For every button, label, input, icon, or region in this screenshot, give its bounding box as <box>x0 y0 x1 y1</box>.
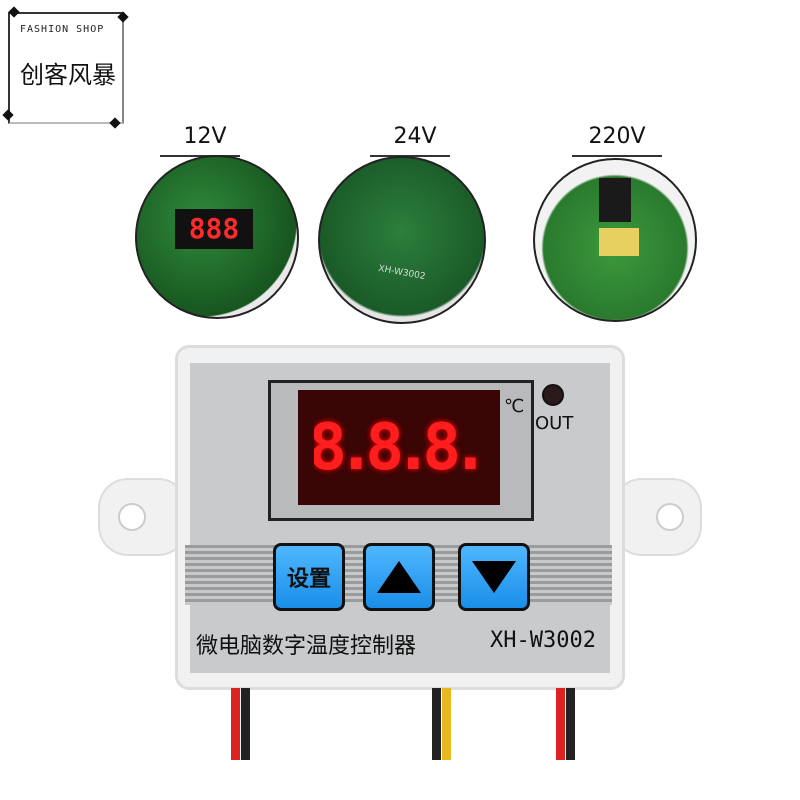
logo-shop-text: FASHION SHOP <box>20 24 105 35</box>
variant-label-12v: 12V <box>183 124 227 149</box>
model-number: XH-W3002 <box>490 628 596 653</box>
out-label: OUT <box>535 413 574 434</box>
set-button[interactable]: 设置 <box>273 543 345 611</box>
unit-label: ℃ <box>504 396 525 417</box>
pcb-24v-marking: XH-W3002 <box>377 263 427 283</box>
down-button[interactable] <box>458 543 530 611</box>
pcb-220v-photo <box>533 158 697 322</box>
up-button[interactable] <box>363 543 435 611</box>
led-display-panel <box>298 390 500 505</box>
mounting-ear-left <box>98 478 188 556</box>
product-description: 微电脑数字温度控制器 <box>196 634 417 659</box>
logo-frame <box>8 12 124 124</box>
wire-red <box>231 688 240 760</box>
wire-black <box>566 688 575 760</box>
out-indicator-led <box>542 384 564 406</box>
wire-black <box>432 688 441 760</box>
pcb-24v-photo: XH-W3002 <box>318 156 486 324</box>
mounting-ear-right <box>612 478 702 556</box>
down-triangle-icon <box>472 561 516 593</box>
relay <box>599 178 631 222</box>
variant-label-24v: 24V <box>393 124 437 149</box>
mounting-hole <box>656 503 684 531</box>
variant-label-220v: 220V <box>588 124 646 149</box>
led-display: 8.8.8. <box>314 411 484 485</box>
pcb-12v-photo: 888 <box>135 155 299 319</box>
wire-red <box>556 688 565 760</box>
wire-black <box>241 688 250 760</box>
wire-yellow <box>442 688 451 760</box>
pcb-12v-display: 888 <box>175 209 253 249</box>
label-underline <box>572 155 662 157</box>
mounting-hole <box>118 503 146 531</box>
transformer <box>599 228 639 256</box>
logo-brand-text: 创客风暴 <box>20 61 116 89</box>
up-triangle-icon <box>377 561 421 593</box>
set-button-label: 设置 <box>286 567 331 592</box>
